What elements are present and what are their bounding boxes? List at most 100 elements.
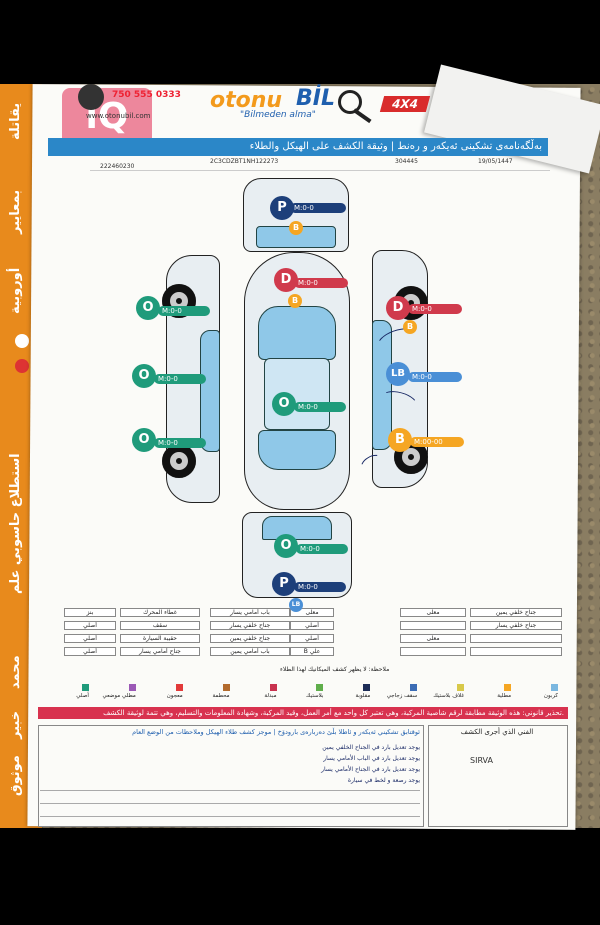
document-title: بەڵگەنامەی تشکینی ئەیکەر و رەنط | وثيقة … [48,138,548,156]
notes-box [38,725,424,827]
spine-text: استطلاع حاسوبي علم [8,453,23,594]
part-status: أصلي [64,647,116,656]
marker-small: B [288,294,302,308]
table-note: ملاحظة: لا يظهر كشف الميكانيك لهذا الطلا… [280,666,390,673]
part-label: جناح خلفي يمين [470,608,562,617]
bottom-dark-area [0,828,600,925]
part-status: معلى [400,608,466,617]
avatar [78,84,104,110]
spine-text: محمد [8,655,23,689]
marker-circle: O [132,364,156,388]
windshield [258,306,336,360]
part-label [470,647,562,656]
marker-value: M:0-0 [408,372,462,382]
marker-value: M:0-0 [154,374,206,384]
wheel [162,444,196,478]
part-label: جناح خلفي يمين [210,634,290,643]
spine-text: خبير [8,710,23,739]
part-label: غطاء المحرك [120,608,200,617]
marker-circle: B [388,428,412,452]
rear-window [258,430,336,470]
part-label: جناح خلفي يسار [210,621,290,630]
legend-label: معجون [166,693,183,699]
marker-circle: O [136,296,160,320]
serial-number: 222460230 [100,163,135,170]
legend-swatch [316,684,324,691]
legend-label: مطلية [497,693,512,699]
legend-label: مطلي موضعي [102,693,136,699]
marker-circle: P [272,572,296,596]
part-label: جناح خلفي يسار [470,621,562,630]
ce-icon [15,334,29,348]
legend-swatch [551,684,558,691]
right-windows [372,320,392,450]
badge-4x4: 4X4 [379,96,431,112]
top-dark-area [0,0,600,84]
part-status: معلى [290,608,334,617]
website: www.otonubil.com [86,112,151,120]
legend-swatch [222,684,230,691]
marker-circle: D [274,268,298,292]
signature-box [428,725,568,827]
marker-value: M:0-0 [294,278,348,288]
marker-circle: LB [386,362,410,386]
legend-swatch [410,684,418,691]
part-status: أصلي [64,634,116,643]
legend-label: أصلي [76,693,89,699]
magnifier-icon [338,90,362,114]
note-line: يوجد تعديل بارد في الجناح الخلفي يمين [322,744,420,751]
seal-icon [15,359,29,373]
spine-text: موثوق [8,755,23,796]
part-status [400,647,466,656]
roof [264,358,330,430]
note-line: يوجد تعديل بارد في الباب الأمامي يسار [323,755,420,762]
legend-label: محطمة [212,693,230,699]
spine-text: يقاتلة [8,102,23,140]
marker-circle: O [274,534,298,558]
marker-value: M:0-0 [158,306,210,316]
notes-header: ئوقتابق تشكيني ئەیکەر و ئاطلا بڵێ دەربار… [132,728,420,736]
legend-label: غلاف بلاستيك [433,693,465,699]
legend-swatch [457,684,465,691]
legend-swatch [269,684,277,691]
part-status: B علي [290,647,334,656]
marker-value: M:0-0 [408,304,462,314]
marker-circle: D [386,296,410,320]
marker-small: B [289,221,303,235]
front-glass [262,516,332,540]
part-label [470,634,562,643]
marker-value: M:0-0 [294,582,346,592]
legend-swatch [128,684,136,691]
legend-label: بلاستيك [306,693,324,699]
spine-text: أوروبية [8,267,23,314]
marker-value: M:0-0 [294,402,346,412]
part-label: جناح أمامي يسار [120,647,200,656]
part-status: أصلي [290,634,334,643]
spine-text: بمعايير [8,189,23,234]
phone-number: 750 555 0333 [112,90,181,100]
document-number: 304445 [395,158,418,165]
left-windows [200,330,220,452]
signature-header: الفني الذي أجرى الكشف [460,728,534,736]
technician-name: SIRVA [470,756,493,765]
legend-swatch [363,684,371,691]
part-status: معلى [400,634,466,643]
logo-otonu: otonu [210,88,283,113]
notes-lines: يوجد تعديل بارد في الجناح الخلفي يمين يو… [40,742,420,786]
marker-value: M:0-0 [154,438,206,448]
marker-small: B [403,320,417,334]
legend-swatch [504,684,512,691]
marker-small: LB [289,598,303,612]
legend-label: مقلوبة [355,693,371,699]
marker-circle: P [270,196,294,220]
part-label: حقيبة السيارة [120,634,200,643]
marker-value: M:0-0 [296,544,348,554]
part-status [400,621,466,630]
legal-warning: تحذير قانوني: هذه الوثيقة مطابقة لرقم شا… [38,707,568,719]
part-status: أصلي [64,621,116,630]
legend-swatch [81,684,89,691]
marker-value: M:00-00 [410,437,464,447]
marker-value: M:0-0 [290,203,346,213]
legend-label: كربون [543,693,558,699]
part-status: أصلي [290,621,334,630]
